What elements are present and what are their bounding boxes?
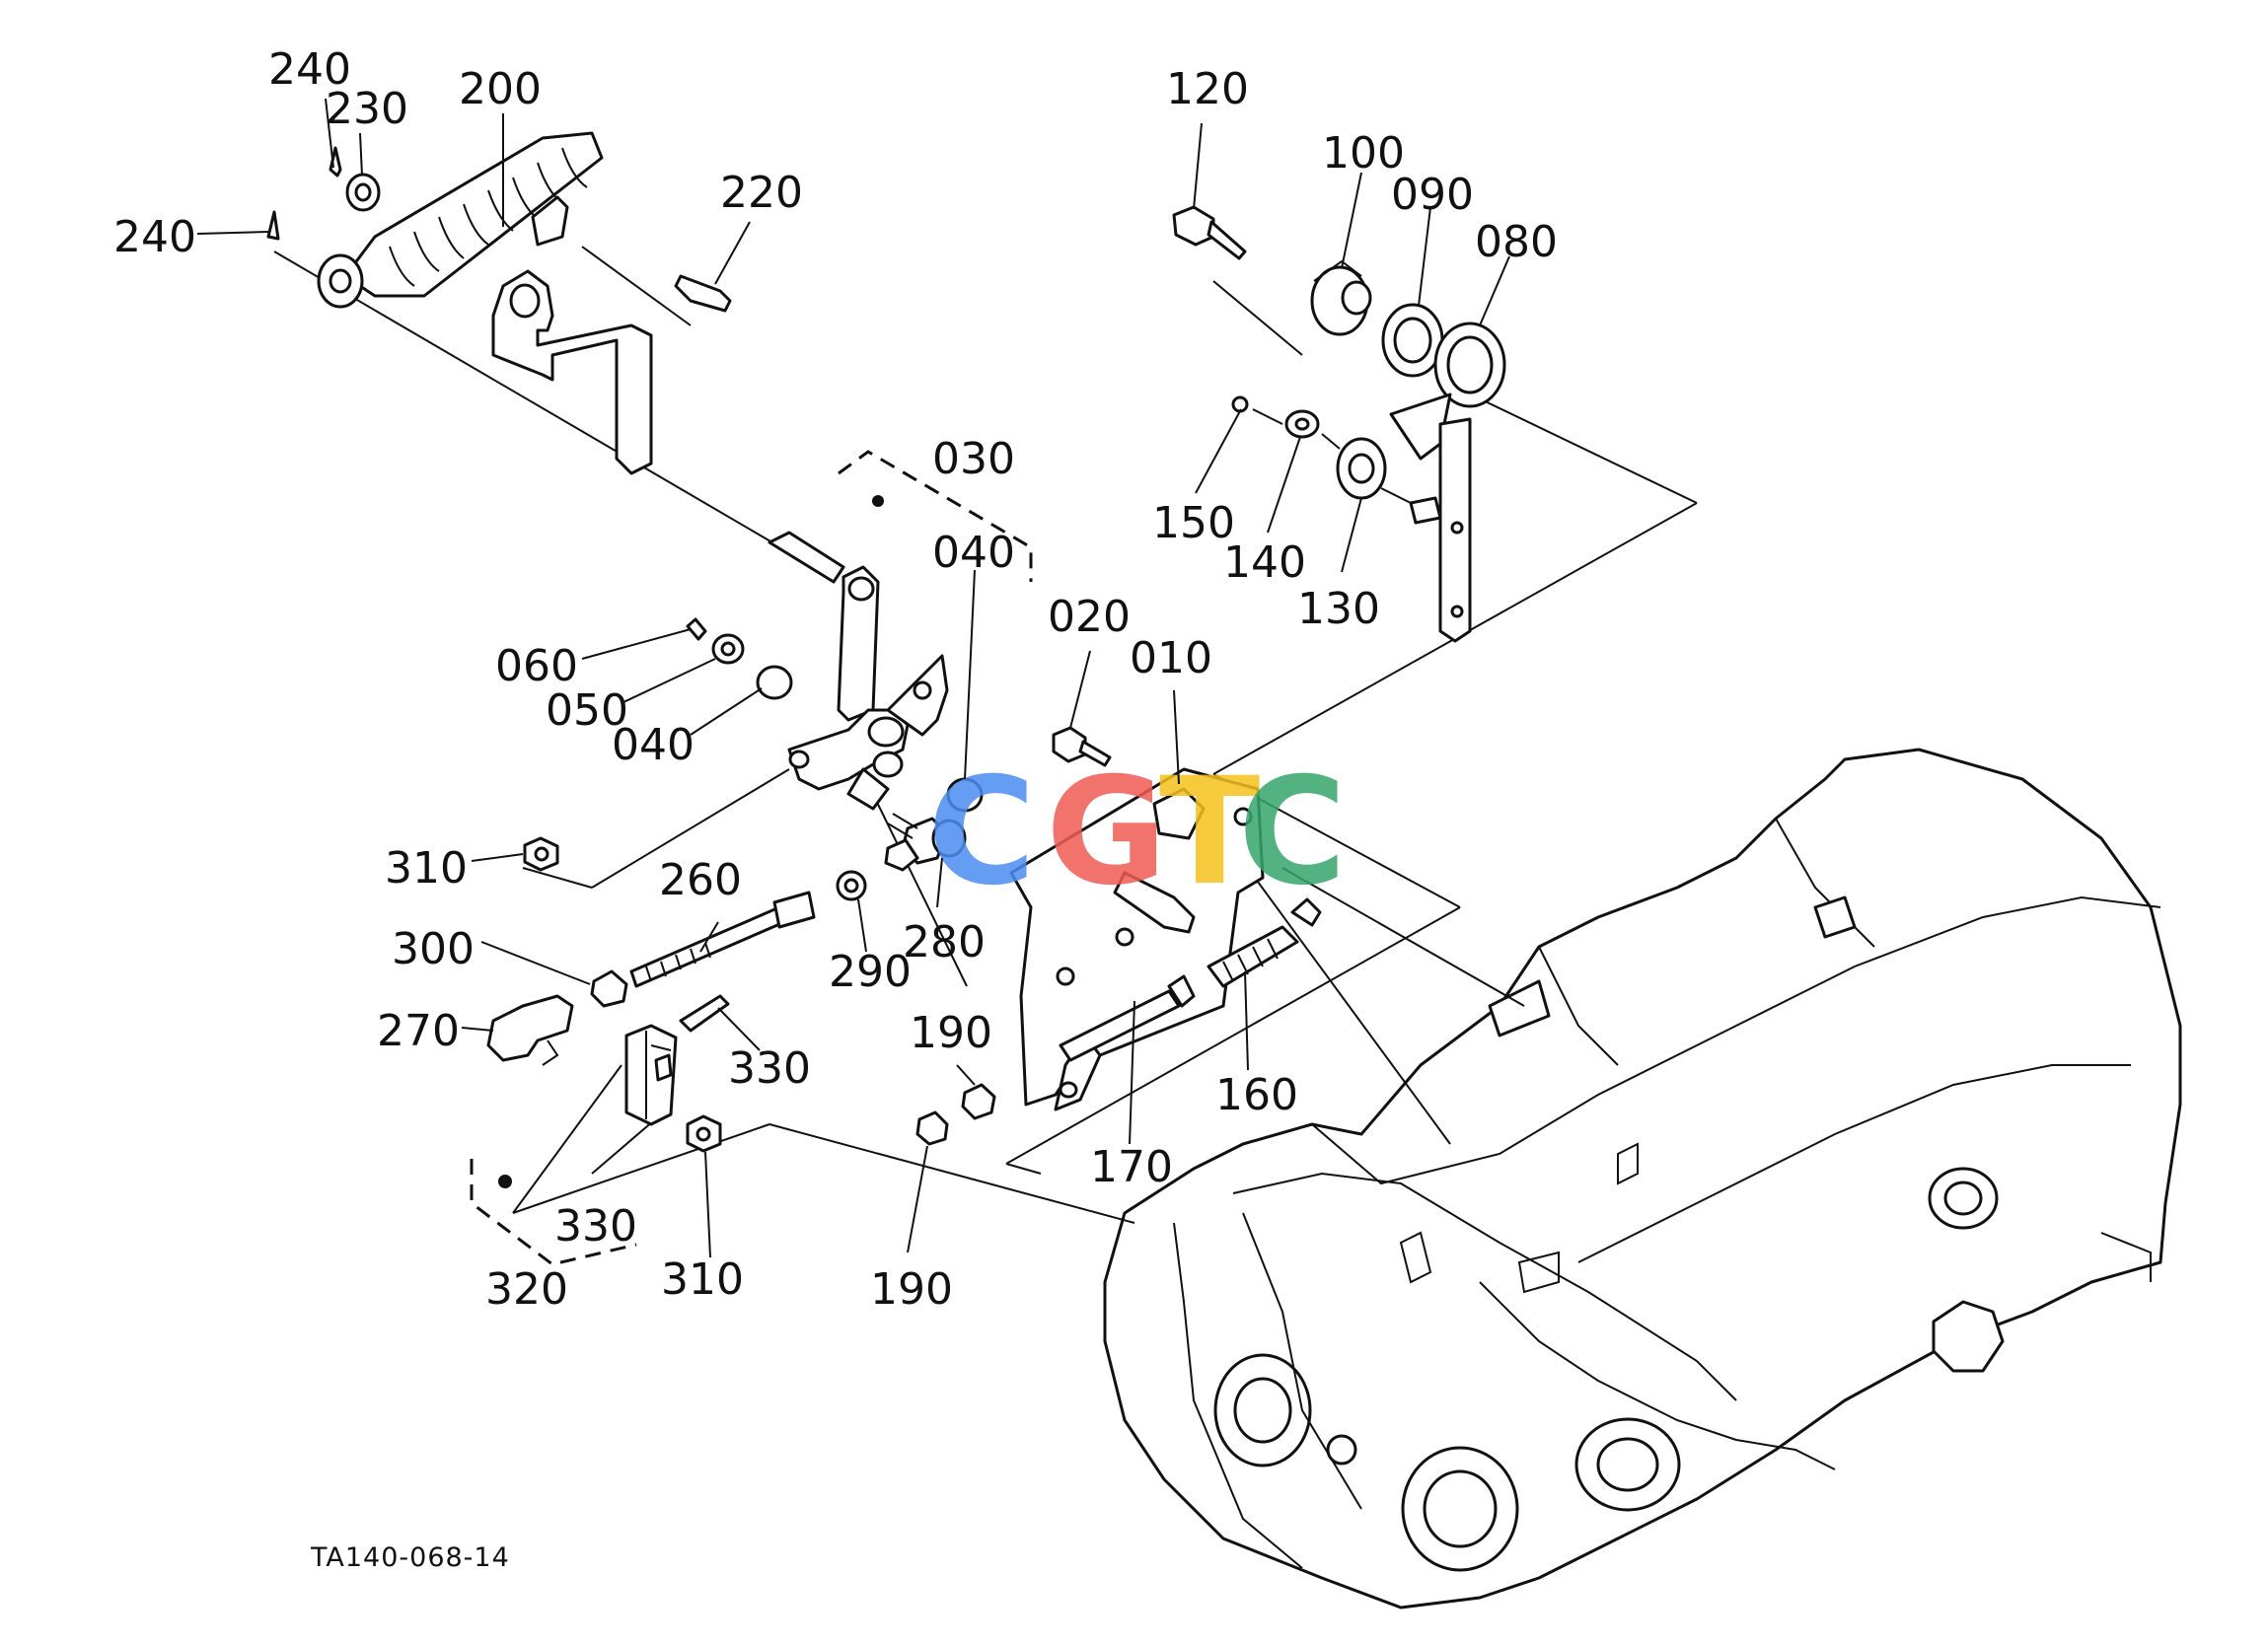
linkage-assembly [470,813,1322,1266]
callout-280: 280 [903,917,986,967]
spring-rod-assembly [266,131,732,475]
callout-310-lower: 310 [661,1254,744,1305]
callout-labels: 240 230 200 240 220 120 100 090 080 030 … [113,44,1558,1315]
callout-160: 160 [1215,1070,1298,1120]
callout-220: 220 [720,168,803,218]
callout-270: 270 [377,1006,460,1056]
watermark-letter-t: T [1159,747,1260,918]
callout-030: 030 [932,434,1015,484]
watermark-letter-c2: C [1238,747,1347,918]
callout-240-left: 240 [113,212,196,262]
callout-050: 050 [546,685,628,736]
callout-020: 020 [1048,592,1131,642]
callout-310-upper: 310 [385,843,468,894]
callout-170: 170 [1090,1142,1173,1192]
callout-230: 230 [326,84,408,134]
lever-assembly [686,450,1033,813]
callout-300: 300 [392,924,475,974]
transmission-housing [1103,748,2182,1610]
watermark-letter-c1: C [927,747,1036,918]
callout-040-left: 040 [612,720,695,770]
callout-290: 290 [829,947,912,997]
callout-320: 320 [485,1264,568,1315]
callout-190-upper: 190 [910,1008,992,1058]
callout-120: 120 [1166,64,1249,114]
callout-200: 200 [459,64,542,114]
callout-330-lower: 330 [554,1201,637,1252]
callout-060: 060 [495,641,578,691]
callout-100: 100 [1322,128,1405,179]
plate-assembly [1009,726,1265,1111]
watermark-letter-g: G [1046,747,1167,918]
callout-330-right: 330 [728,1043,811,1094]
leader-lines [196,98,1510,1258]
callout-040-right: 040 [932,528,1015,578]
callout-190-lower: 190 [870,1264,953,1315]
callout-240-top: 240 [268,44,351,95]
diagram-reference-code: TA140-068-14 [310,1542,510,1573]
callout-130: 130 [1297,584,1380,634]
callout-260: 260 [659,855,742,905]
callout-080: 080 [1475,217,1558,267]
callout-090: 090 [1391,170,1474,220]
watermark-logo: C G T C [927,747,1347,918]
callout-010: 010 [1130,633,1212,683]
callout-140: 140 [1223,537,1306,588]
assembly-lines [273,246,1698,1224]
callout-150: 150 [1152,498,1235,548]
arm-bearing-assembly [1172,205,1506,643]
